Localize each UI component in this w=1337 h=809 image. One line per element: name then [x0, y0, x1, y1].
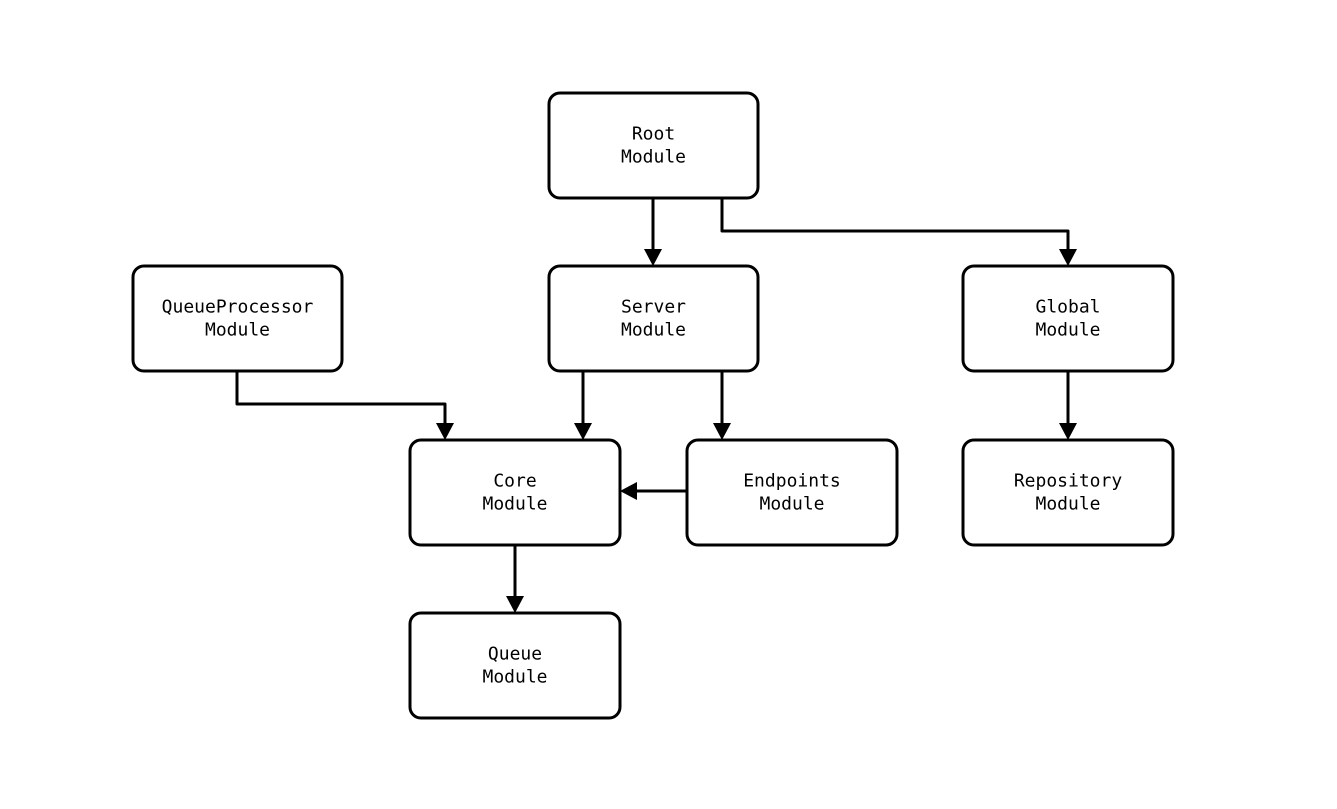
edge-global-to-repository-arrowhead-icon: [1059, 423, 1077, 440]
edge-queueprocessor-to-core-arrowhead-icon: [436, 423, 454, 440]
nodes-layer: RootModuleQueueProcessorModuleServerModu…: [131, 91, 1175, 720]
edge-global-to-repository: [1059, 371, 1077, 440]
edge-server-to-core-arrowhead-icon: [574, 423, 592, 440]
queueprocessor-module-box[interactable]: [131, 264, 344, 373]
edge-core-to-queue: [506, 545, 524, 613]
edge-server-to-endpoints-arrowhead-icon: [713, 423, 731, 440]
global-module-box[interactable]: [961, 264, 1175, 373]
repository-module-label-line1: Repository: [1014, 471, 1123, 492]
repository-module-box[interactable]: [961, 438, 1175, 547]
core-module-label-line1: Core: [493, 471, 536, 492]
root-module-label-line2: Module: [621, 147, 686, 168]
edge-endpoints-to-core: [620, 482, 687, 500]
edge-root-to-global: [720, 198, 1077, 266]
queue-module-label-line1: Queue: [488, 644, 542, 665]
server-module-label-line2: Module: [621, 320, 686, 341]
core-module-box[interactable]: [408, 438, 622, 547]
root-module-box[interactable]: [547, 91, 760, 200]
global-module-label-line1: Global: [1035, 297, 1100, 318]
repository-module-label-line2: Module: [1035, 494, 1100, 515]
edge-server-to-endpoints: [713, 371, 731, 440]
edge-root-to-server-arrowhead-icon: [644, 249, 662, 266]
queue-module-box[interactable]: [408, 611, 622, 720]
edge-queueprocessor-to-core: [235, 371, 454, 440]
queueprocessor-module-label-line1: QueueProcessor: [162, 297, 314, 318]
edge-root-to-server: [644, 198, 662, 266]
edges-layer: [235, 198, 1077, 613]
queueprocessor-module-label-line2: Module: [205, 320, 270, 341]
edge-core-to-queue-arrowhead-icon: [506, 596, 524, 613]
edge-root-to-global-arrowhead-icon: [1059, 249, 1077, 266]
queue-module-label-line2: Module: [482, 667, 547, 688]
endpoints-module-label-line2: Module: [759, 494, 824, 515]
root-module-label-line1: Root: [632, 124, 675, 145]
global-module-label-line2: Module: [1035, 320, 1100, 341]
server-module-box[interactable]: [547, 264, 760, 373]
edge-root-to-global-line: [720, 198, 1070, 250]
endpoints-module-box[interactable]: [685, 438, 899, 547]
server-module-label-line1: Server: [621, 297, 686, 318]
endpoints-module-label-line1: Endpoints: [743, 471, 841, 492]
edge-endpoints-to-core-arrowhead-icon: [620, 482, 637, 500]
edge-server-to-core: [574, 371, 592, 440]
edge-queueprocessor-to-core-line: [235, 371, 447, 424]
core-module-label-line2: Module: [482, 494, 547, 515]
